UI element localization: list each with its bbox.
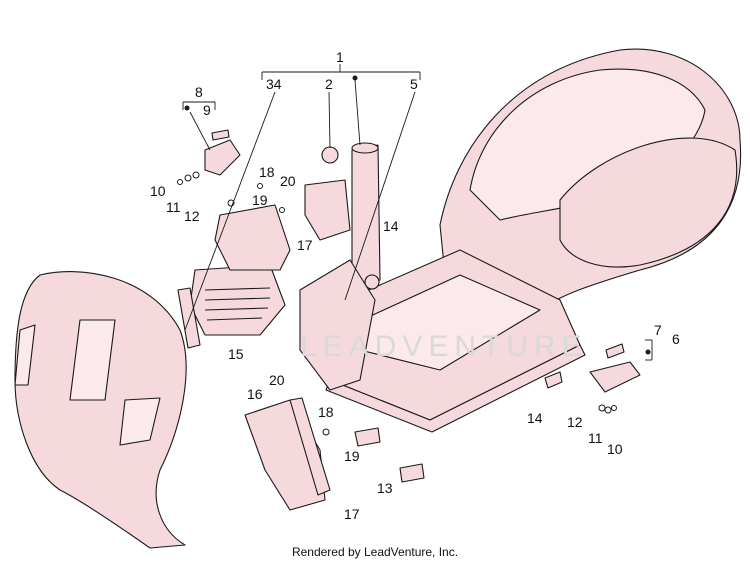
washer-12a: [192, 171, 200, 179]
plug-13a: [354, 427, 381, 447]
callout-12-right: 12: [567, 414, 583, 430]
plug-14a: [364, 274, 380, 290]
clip-7: [605, 343, 625, 359]
column-bracket: [304, 179, 351, 241]
callout-5: 5: [410, 76, 418, 92]
badge-8: [204, 139, 241, 176]
callout-19-lower: 19: [344, 448, 360, 464]
callout-13: 13: [377, 480, 393, 496]
callout-11-right: 11: [588, 430, 603, 446]
washer-11a: [184, 174, 192, 182]
trim-strip-17: [289, 397, 331, 496]
callout-15: 15: [228, 346, 244, 362]
callout-17-lower: 17: [344, 506, 360, 522]
callout-14-lower: 14: [527, 410, 543, 426]
callout-16: 16: [247, 386, 263, 402]
plug-13b: [399, 463, 425, 483]
washer-12b: [598, 404, 606, 412]
callout-6: 6: [672, 331, 680, 347]
screw-10b: [611, 405, 617, 411]
inner-panel-15: [189, 264, 286, 336]
callout-19-upper: 19: [252, 192, 268, 208]
callout-10-left: 10: [150, 183, 166, 199]
steering-column: [351, 144, 381, 291]
grommet-2: [321, 146, 339, 164]
washer-11b: [604, 406, 612, 414]
screw-10a: [177, 179, 183, 185]
footer-credit: Rendered by LeadVenture, Inc.: [291, 545, 459, 559]
floor-rail: [325, 344, 586, 433]
callout-10-right: 10: [607, 441, 623, 457]
steering-top: [351, 142, 379, 154]
screw-20a: [279, 207, 285, 213]
callout-14-upper: 14: [383, 218, 399, 234]
screw-18a: [257, 183, 263, 189]
legshield-vent-left: [14, 324, 36, 386]
clip-14b: [544, 371, 563, 389]
callout-8: 8: [195, 84, 203, 100]
badge-6: [589, 361, 641, 393]
legshield-vent-right: [119, 397, 161, 446]
callout-1: 1: [336, 49, 344, 65]
callout-11-left: 11: [166, 199, 181, 215]
callout-18-lower: 18: [318, 404, 334, 420]
callout-18-upper: 18: [259, 164, 275, 180]
watermark: LEADVENTURE: [300, 330, 588, 363]
legshield-window: [69, 319, 116, 401]
clip-9: [211, 129, 230, 141]
legshield: [14, 271, 187, 549]
callout-20-upper: 20: [280, 173, 296, 189]
callout-20-lower: 20: [269, 372, 285, 388]
bracket-left: [177, 287, 201, 349]
nut-19b: [322, 428, 330, 436]
cover-plate-17: [214, 204, 291, 271]
callout-7: 7: [654, 322, 662, 338]
side-cowl: [559, 137, 738, 268]
callout-2: 2: [325, 76, 333, 92]
callout-12-left: 12: [184, 208, 200, 224]
front-frame: [299, 259, 376, 391]
callout-9: 9: [203, 102, 211, 118]
callout-17-upper: 17: [297, 237, 313, 253]
callout-34: 34: [266, 76, 282, 92]
